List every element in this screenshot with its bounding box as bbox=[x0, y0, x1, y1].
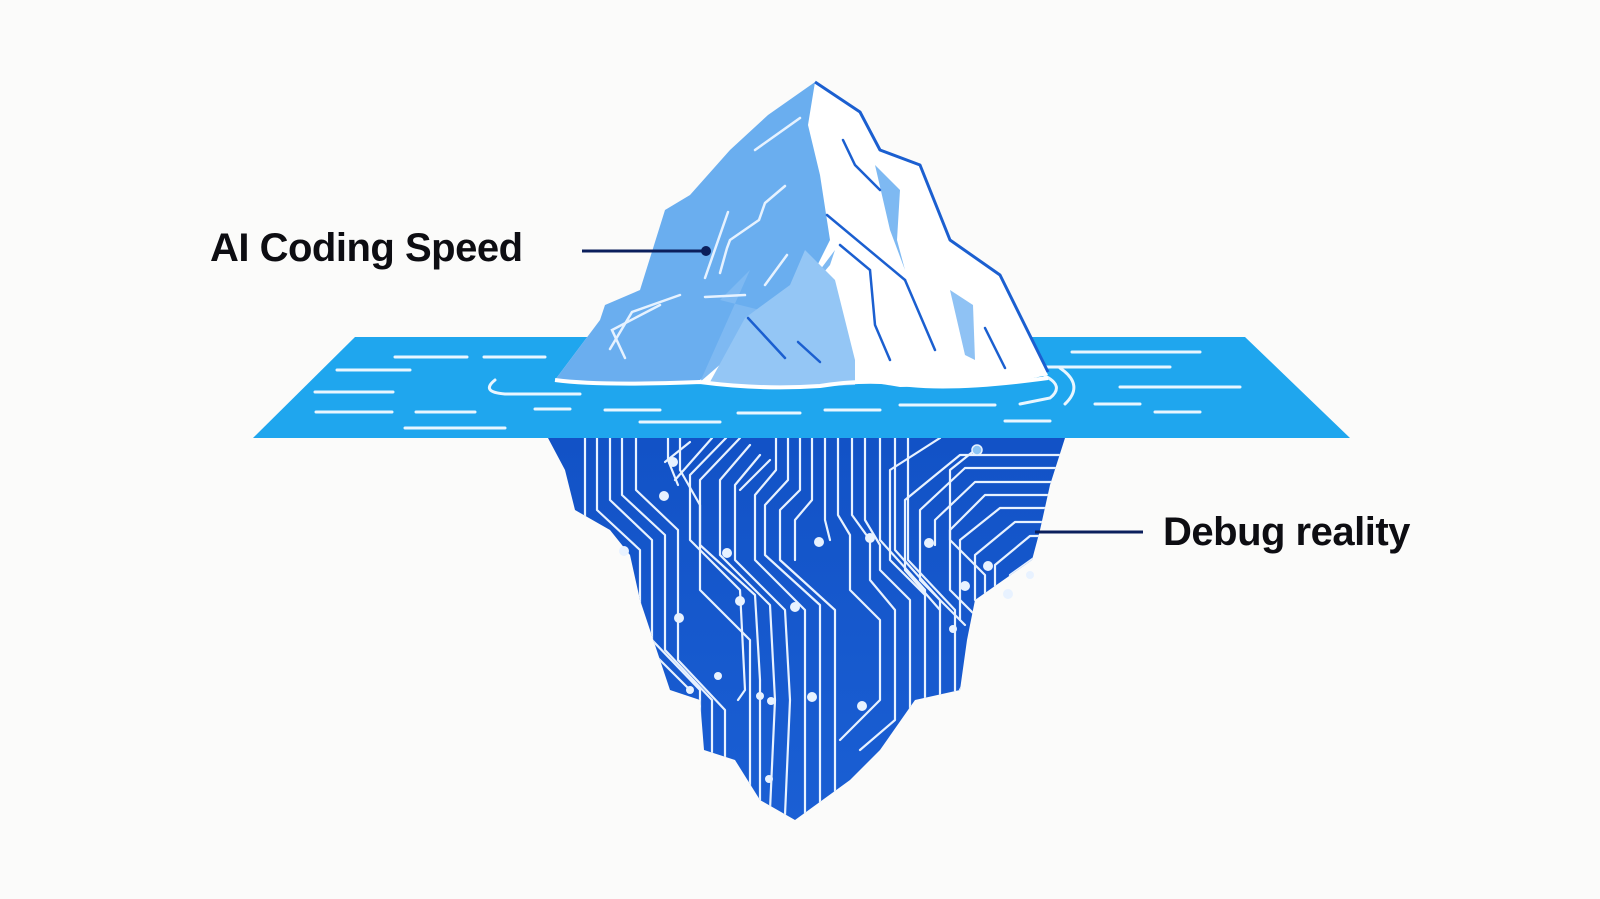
label-ai-coding-speed: AI Coding Speed bbox=[210, 226, 523, 270]
iceberg-tip bbox=[554, 80, 1050, 390]
underwater-mass bbox=[548, 438, 1065, 820]
label-debug-reality: Debug reality bbox=[1163, 510, 1410, 554]
circuit-nodes bbox=[619, 457, 1034, 783]
leader-line-top bbox=[582, 246, 711, 256]
